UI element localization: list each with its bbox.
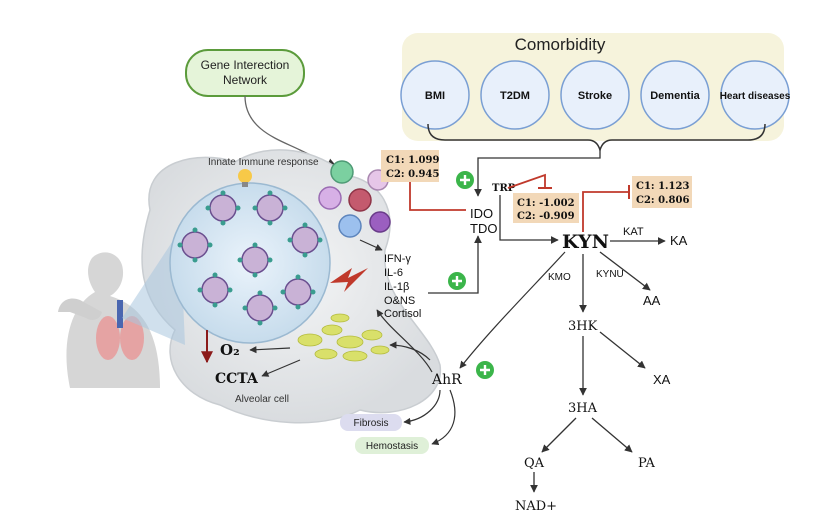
ido-c1: C1: 1.099 bbox=[386, 155, 439, 166]
ido-label: IDO bbox=[470, 206, 493, 221]
trp-to-kyn-arrow bbox=[499, 195, 559, 244]
kyn-inhibit-line bbox=[582, 191, 628, 232]
alveolar-cell-label: Alveolar cell bbox=[235, 394, 289, 405]
immune-to-cytokine-arrow bbox=[359, 239, 383, 251]
kyn-label: KYN bbox=[562, 231, 609, 253]
ka-label: KA bbox=[670, 233, 688, 248]
hemostasis-label: Hemostasis bbox=[366, 441, 418, 452]
ccta-label: CCTA bbox=[215, 371, 259, 387]
gene-network-box: Gene Interection Network bbox=[185, 49, 305, 97]
ahr-to-fibrosis-arrow bbox=[403, 389, 441, 425]
ido-c2: C2: 0.945 bbox=[386, 169, 439, 180]
kat-label: KAT bbox=[623, 226, 644, 238]
patient-silhouette bbox=[58, 252, 160, 388]
plus-icon bbox=[456, 171, 474, 189]
comorbidity-node-dementia: Dementia bbox=[640, 60, 710, 130]
comorbidity-label-dementia: Dementia bbox=[650, 90, 700, 102]
fibrosis-to-ccta-arrow bbox=[261, 359, 301, 377]
kyn-correlation-box: C1: 1.123 C2: 0.806 bbox=[632, 176, 692, 208]
3ha-to-qa-arrow bbox=[541, 417, 577, 453]
3hk-label: 3HK bbox=[568, 319, 598, 334]
brace-to-ido-arrow bbox=[474, 150, 601, 197]
3ha-label: 3HA bbox=[568, 401, 598, 416]
virus-spikes bbox=[177, 190, 323, 326]
comorbidity-panel: Comorbidity BMI T2DM Stroke Dementia Hea… bbox=[400, 33, 791, 141]
cytokine-il6: IL-6 bbox=[384, 267, 403, 279]
tdo-label: TDO bbox=[470, 221, 497, 236]
cytokine-ons: O&NS bbox=[384, 295, 415, 307]
trp-c1: C1: -1.002 bbox=[517, 198, 575, 209]
trp-inhibit-line bbox=[507, 173, 546, 189]
immune-cells bbox=[318, 160, 391, 238]
pa-label: PA bbox=[638, 456, 656, 471]
ahr-to-fibrosis-particles-arrow bbox=[389, 341, 431, 361]
fibrosis-label: Fibrosis bbox=[353, 418, 388, 429]
cytokine-to-tdo-arrow bbox=[428, 235, 482, 294]
kyn-c1: C1: 1.123 bbox=[636, 181, 689, 192]
comorbidity-label-heart: Heart diseases bbox=[720, 91, 791, 102]
fibrosis-pill: Fibrosis bbox=[340, 414, 402, 431]
comorbidity-title: Comorbidity bbox=[515, 35, 606, 54]
comorbidity-label-stroke: Stroke bbox=[578, 90, 612, 102]
aa-label: AA bbox=[643, 293, 661, 308]
gene-network-line2: Network bbox=[223, 73, 268, 87]
xa-label: XA bbox=[653, 372, 671, 387]
comorbidity-node-bmi: BMI bbox=[400, 60, 470, 130]
trp-label: TRP bbox=[492, 183, 516, 194]
comorbidity-node-stroke: Stroke bbox=[560, 60, 630, 130]
kyn-to-aa-arrow bbox=[599, 251, 651, 291]
kynu-label: KYNU bbox=[596, 269, 624, 280]
trp-correlation-box: C1: -1.002 C2: -0.909 bbox=[513, 193, 579, 223]
plus-icon bbox=[476, 361, 494, 379]
fibrosis-to-o2-arrow bbox=[249, 346, 291, 354]
trp-c2: C2: -0.909 bbox=[517, 211, 575, 222]
comorbidity-node-heart: Heart diseases bbox=[720, 60, 791, 130]
kmo-label: KMO bbox=[548, 272, 571, 283]
kyn-c2: C2: 0.806 bbox=[636, 195, 689, 206]
fibrosis-particles bbox=[297, 313, 390, 362]
comorbidity-label-bmi: BMI bbox=[425, 90, 445, 102]
cytokine-ifn: IFN-γ bbox=[384, 253, 411, 265]
lightbulb-icon bbox=[238, 169, 252, 187]
gene-network-line1: Gene Interection bbox=[201, 58, 290, 72]
ahr-label: AhR bbox=[431, 372, 462, 388]
cytokine-il1b: IL-1β bbox=[384, 281, 409, 293]
comorbidity-label-t2dm: T2DM bbox=[500, 90, 530, 102]
plus-icon bbox=[448, 272, 466, 290]
zoom-wedge bbox=[122, 230, 185, 345]
ido-correlation-box: C1: 1.099 C2: 0.945 bbox=[381, 150, 439, 182]
innate-immune-label: Innate Immune response bbox=[208, 157, 319, 168]
qa-label: QA bbox=[524, 456, 545, 471]
lightning-bolt-icon bbox=[330, 268, 368, 292]
hemostasis-pill: Hemostasis bbox=[355, 437, 429, 454]
o2-label: O₂ bbox=[220, 341, 240, 359]
kyn-to-ahr-arrow bbox=[459, 251, 566, 369]
3ha-to-pa-arrow bbox=[591, 417, 633, 453]
ahr-to-cytokine-arrow bbox=[376, 309, 433, 373]
comorbidity-node-t2dm: T2DM bbox=[480, 60, 550, 130]
ahr-to-hemostasis-arrow bbox=[431, 389, 456, 445]
cytokine-cortisol: Cortisol bbox=[384, 308, 421, 320]
nad-label: NAD+ bbox=[515, 499, 557, 514]
cytokine-list: IFN-γ IL-6 IL-1β O&NS Cortisol bbox=[384, 253, 421, 320]
3hk-to-xa-arrow bbox=[599, 331, 646, 369]
ido-box-inhibit-line bbox=[409, 182, 466, 211]
